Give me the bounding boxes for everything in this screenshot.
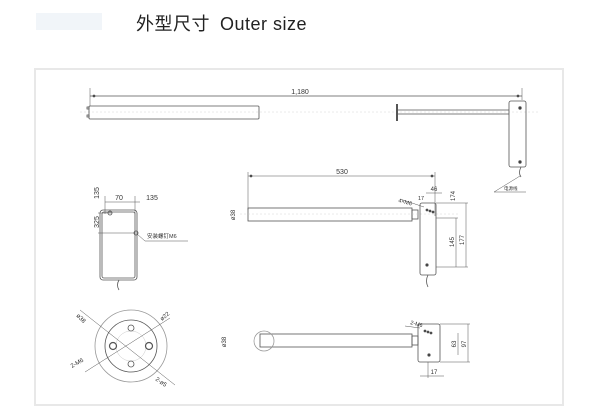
logo-placeholder <box>36 13 102 30</box>
arrow-mark <box>92 94 96 98</box>
thread-label: 2-M6 <box>70 357 85 369</box>
dim-17: 17 <box>431 370 438 376</box>
leader-line <box>136 233 146 242</box>
detail-circle <box>253 330 275 352</box>
plate-inner <box>101 211 136 279</box>
bolt-mark <box>518 160 522 164</box>
leader-line <box>404 325 421 329</box>
tube-coupling <box>411 335 419 346</box>
dim-width: 70 <box>115 195 123 202</box>
leader-line <box>493 175 521 193</box>
thread-right <box>144 341 154 351</box>
mount-plate-view: 70 135 135 325 安装螺钉M6 <box>94 187 188 291</box>
cable <box>117 279 120 291</box>
dim-outer-dia: ø38 <box>75 313 87 325</box>
arrow-mark <box>430 174 434 178</box>
tube-body <box>88 105 260 120</box>
outer-circle <box>94 309 168 383</box>
bolt-circle <box>115 330 147 362</box>
cable <box>519 166 522 178</box>
bottom-view: ø38 2-M6 63 97 17 <box>222 320 470 378</box>
tube-coupling <box>411 209 419 220</box>
bolt-mark <box>428 209 432 213</box>
bolt-mark <box>431 210 435 214</box>
tube-end-pin <box>86 106 90 110</box>
dim-right: 135 <box>146 195 158 202</box>
title-en: Outer size <box>220 14 308 34</box>
top-view: 1,180 电源线 <box>80 88 540 193</box>
bolt-mark <box>426 330 430 334</box>
drawing-frame <box>34 68 564 406</box>
hole-top <box>127 324 135 332</box>
cable <box>426 274 429 288</box>
dim-inner-dia: ø22 <box>159 311 171 323</box>
dim-63: 63 <box>452 340 458 347</box>
bolt-mark <box>429 331 433 335</box>
bolt-mark <box>425 263 429 267</box>
dim-diameter: ø38 <box>231 209 237 220</box>
thread-left <box>108 341 118 351</box>
dim-tube-length: 530 <box>336 169 348 176</box>
bolt-mark <box>423 329 427 333</box>
tube-end-pin <box>86 114 90 118</box>
page-title: 外型尺寸 Outer size <box>136 10 307 36</box>
bolt-mark <box>518 106 522 110</box>
cable-label: 电源线 <box>504 185 518 192</box>
inner-circle <box>104 319 158 373</box>
dim-97: 97 <box>462 340 468 347</box>
title-cn: 外型尺寸 <box>136 14 210 35</box>
holes-label: 2-ø5 <box>154 377 168 389</box>
bracket-body <box>508 100 527 168</box>
screw-label: 安装螺钉M6 <box>147 232 177 240</box>
tube-body <box>247 207 413 222</box>
end-view: ø38 ø22 2-M6 2-ø5 <box>70 309 176 389</box>
dim-top: 135 <box>94 187 101 199</box>
leader-line <box>399 198 425 208</box>
bolt-mark <box>425 208 429 212</box>
arrow-mark <box>516 94 520 98</box>
tube-body <box>259 333 413 348</box>
dim-177: 177 <box>460 234 466 245</box>
bolt-label: 4×M6 <box>397 198 412 207</box>
leader-line <box>79 309 176 386</box>
thread-label: 2-M6 <box>409 320 423 329</box>
dim-side: 325 <box>94 216 101 228</box>
dim-overall-length: 1,180 <box>291 89 309 96</box>
dim-17: 17 <box>418 196 424 202</box>
dim-46: 46 <box>431 187 438 193</box>
leader-line <box>84 317 171 373</box>
dim-145: 145 <box>450 236 456 247</box>
hole-bottom <box>127 360 135 368</box>
dim-174: 174 <box>451 190 457 201</box>
dim-diameter: ø38 <box>222 336 228 347</box>
side-view: 530 ø38 4×M6 17 46 174 145 177 <box>231 169 468 288</box>
bolt-mark <box>427 353 431 357</box>
arrow-mark <box>249 174 253 178</box>
bracket-body <box>417 323 441 363</box>
plate-outer <box>99 209 138 281</box>
